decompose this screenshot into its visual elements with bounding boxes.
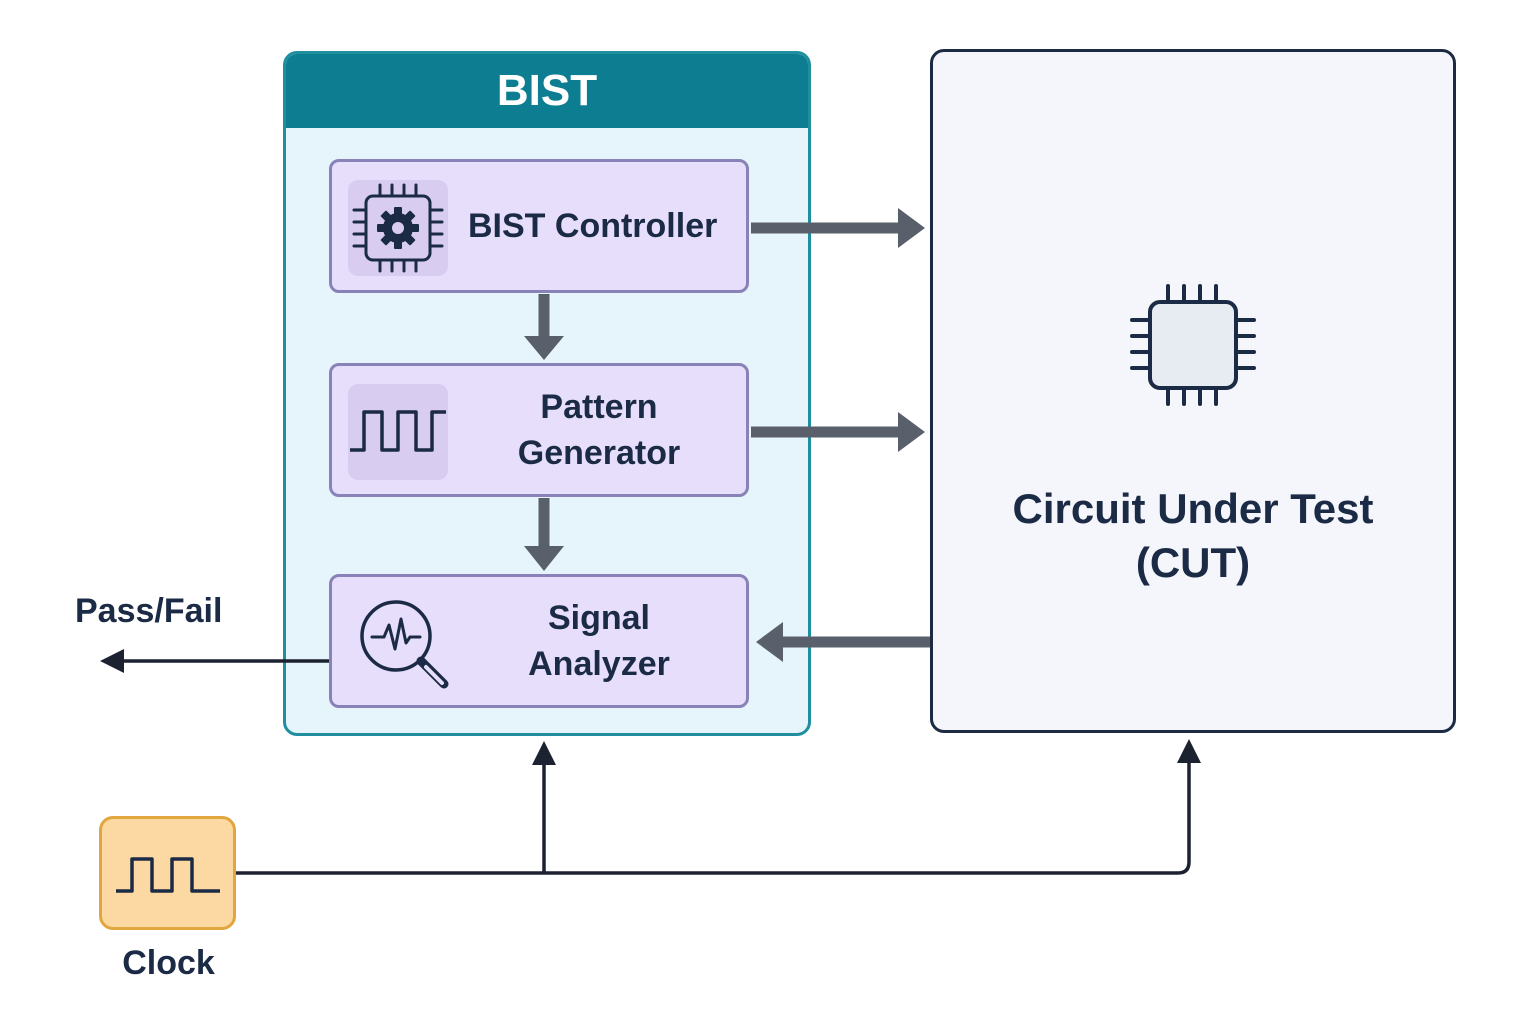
chip-gear-icon — [348, 180, 448, 276]
clock-distribution-line — [236, 739, 1201, 875]
pattern-generator-label: Pattern Generator — [460, 366, 738, 494]
clock-box — [99, 816, 236, 930]
magnifier-waveform-icon — [350, 591, 454, 695]
cut-label: Circuit Under Test (CUT) — [933, 482, 1453, 590]
bist-controller-text: BIST Controller — [468, 207, 718, 245]
clock-label: Clock — [122, 944, 215, 982]
signal-analyzer-line2: Analyzer — [528, 645, 670, 683]
pass-fail-label: Pass/Fail — [75, 592, 223, 630]
signal-analyzer-line1: Signal — [547, 599, 650, 637]
cut-box: Circuit Under Test (CUT) — [930, 49, 1456, 733]
pattern-generator-line1: Pattern — [540, 388, 658, 426]
clock-wave-icon — [116, 857, 220, 893]
cut-label-line2: (CUT) — [1135, 539, 1251, 586]
square-wave-icon — [348, 384, 448, 480]
pattern-generator-block: Pattern Generator — [329, 363, 749, 497]
pattern-generator-line2: Generator — [517, 434, 681, 472]
signal-analyzer-block: Signal Analyzer — [329, 574, 749, 708]
cut-label-line1: Circuit Under Test — [1012, 485, 1374, 532]
bist-controller-block: BIST Controller — [329, 159, 749, 293]
chip-icon — [1128, 280, 1258, 410]
signal-analyzer-label: Signal Analyzer — [460, 577, 738, 705]
bist-header: BIST — [286, 54, 808, 128]
bist-controller-label: BIST Controller — [460, 162, 738, 290]
